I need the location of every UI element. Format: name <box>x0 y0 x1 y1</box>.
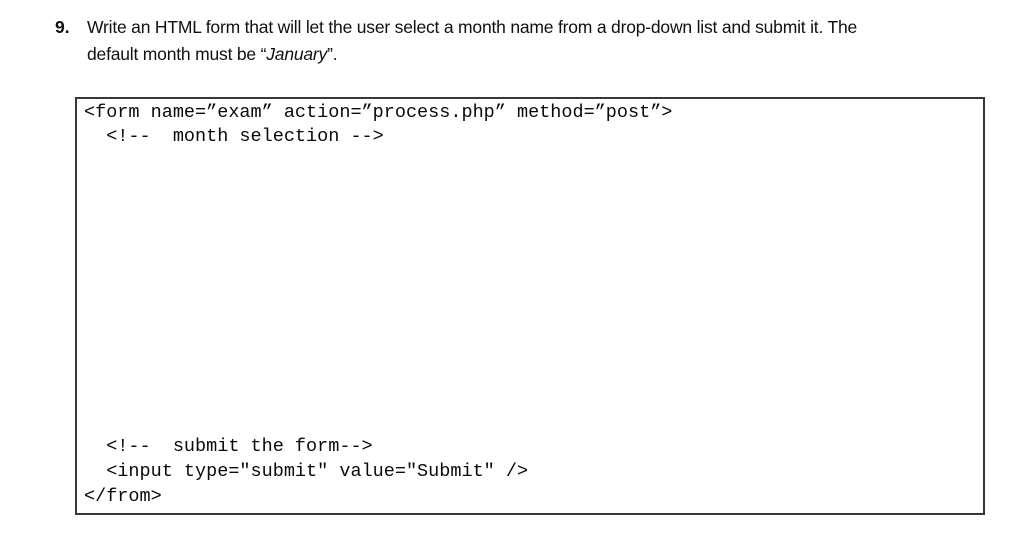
code-line-form-open-tag: <form name=”exam” action=”process.php” m… <box>84 102 673 123</box>
question-line-2-suffix: ”. <box>327 44 338 64</box>
code-bottom-block: <!-- submit the form--> <input type="sub… <box>77 434 983 513</box>
answer-code-box: <form name=”exam” action=”process.php” m… <box>75 97 985 515</box>
question-line-1: Write an HTML form that will let the use… <box>87 17 858 37</box>
code-line-submit-form-comment: <!-- submit the form--> <box>84 436 373 457</box>
code-top-block: <form name=”exam” action=”process.php” m… <box>77 99 983 149</box>
question-line-2-italic-word: January <box>266 44 328 64</box>
question-line-2: default month must be “January”. <box>87 44 338 64</box>
code-line-input-submit: <input type="submit" value="Submit" /> <box>84 461 529 482</box>
question: 9. Write an HTML form that will let the … <box>55 14 857 68</box>
code-line-form-close-tag: </from> <box>84 486 162 507</box>
question-number: 9. <box>55 17 70 37</box>
question-line-2-prefix: default month must be “ <box>87 44 267 64</box>
code-line-month-selection-comment: <!-- month selection --> <box>84 126 384 147</box>
question-text: Write an HTML form that will let the use… <box>87 14 857 68</box>
